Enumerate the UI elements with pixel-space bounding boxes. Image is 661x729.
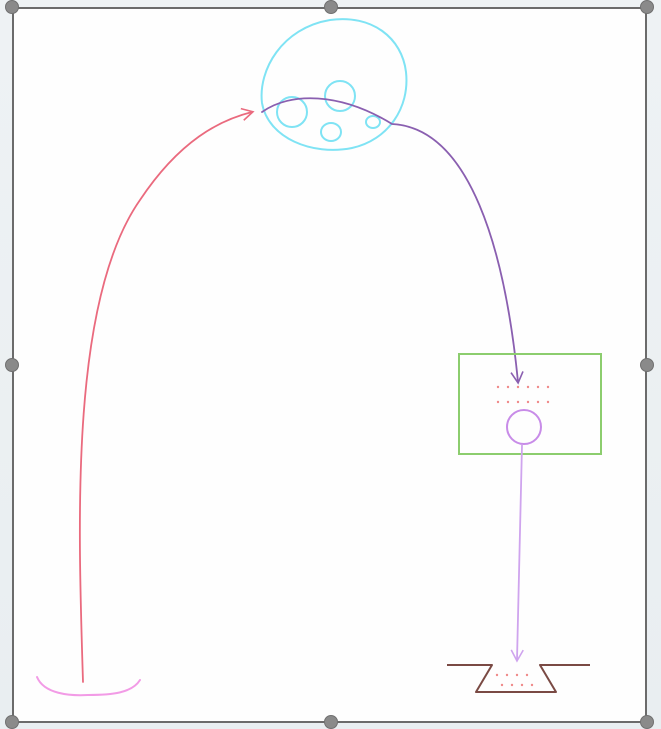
resize-handle-right-icon[interactable] — [640, 358, 654, 372]
resize-handle-bottom-icon[interactable] — [324, 715, 338, 729]
resize-handle-top-left-icon[interactable] — [5, 0, 19, 14]
dotted-particles — [496, 385, 550, 404]
pan-shape — [36, 676, 141, 697]
arrow-pan-to-cloud — [78, 107, 255, 683]
cloud-bubble — [365, 115, 381, 129]
resize-handle-top-right-icon[interactable] — [640, 0, 654, 14]
cloud-bubble — [320, 122, 342, 142]
resize-handle-bottom-left-icon[interactable] — [5, 715, 19, 729]
arrow-box-to-dish — [510, 444, 524, 663]
dish-particles — [495, 673, 534, 687]
resize-handle-bottom-right-icon[interactable] — [640, 715, 654, 729]
cloud-shape — [260, 18, 408, 151]
resize-handle-top-icon[interactable] — [324, 0, 338, 14]
arrow-cloud-to-box — [261, 97, 524, 385]
cloud-bubble — [324, 80, 356, 112]
droplet-ring — [506, 409, 542, 445]
process-box — [458, 353, 602, 455]
drawing-frame[interactable] — [12, 7, 647, 723]
cloud-bubble — [276, 96, 308, 128]
resize-handle-left-icon[interactable] — [5, 358, 19, 372]
dish-shape — [447, 664, 590, 693]
